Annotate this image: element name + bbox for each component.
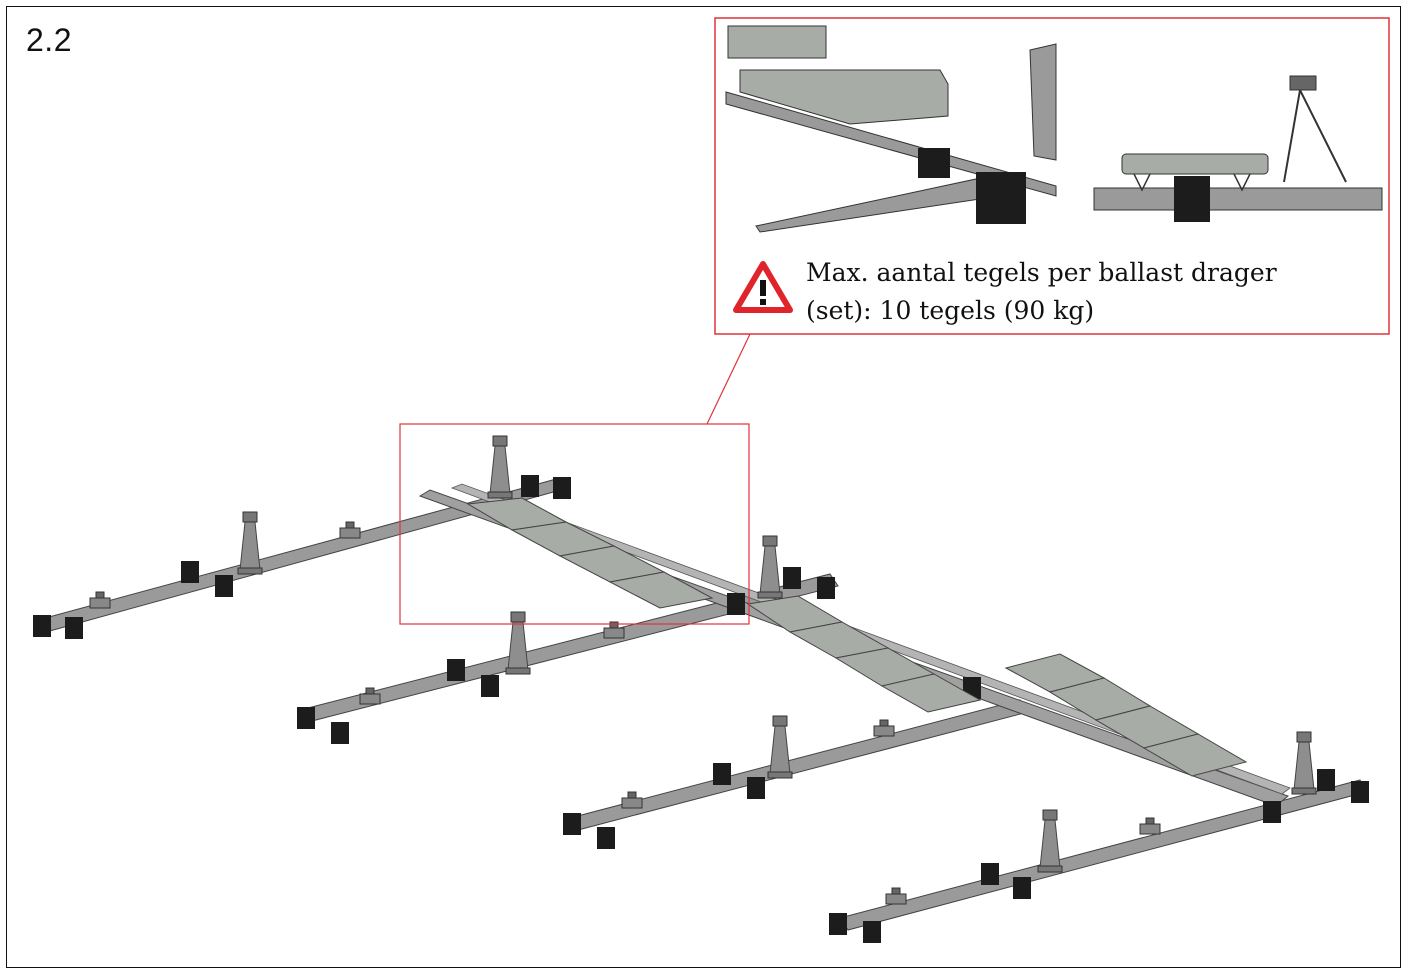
rail-4: [839, 779, 1367, 931]
ballast-tiles: [466, 497, 1248, 777]
rail-feet: [33, 475, 1369, 943]
callout-leader-line: [706, 333, 751, 425]
detail-region-box: [399, 423, 750, 625]
warning-triangle-icon: [733, 261, 793, 313]
step-number: 2.2: [26, 22, 72, 58]
warning-line-1: Max. aantal tegels per ballast drager: [806, 258, 1277, 287]
ballast-warning-text: Max. aantal tegels per ballast drager (s…: [806, 254, 1376, 330]
rail-3: [569, 699, 1029, 831]
warning-line-2: (set): 10 tegels (90 kg): [806, 296, 1095, 325]
detail-side-view: [1093, 75, 1383, 222]
detail-perspective-view: [725, 25, 1057, 233]
